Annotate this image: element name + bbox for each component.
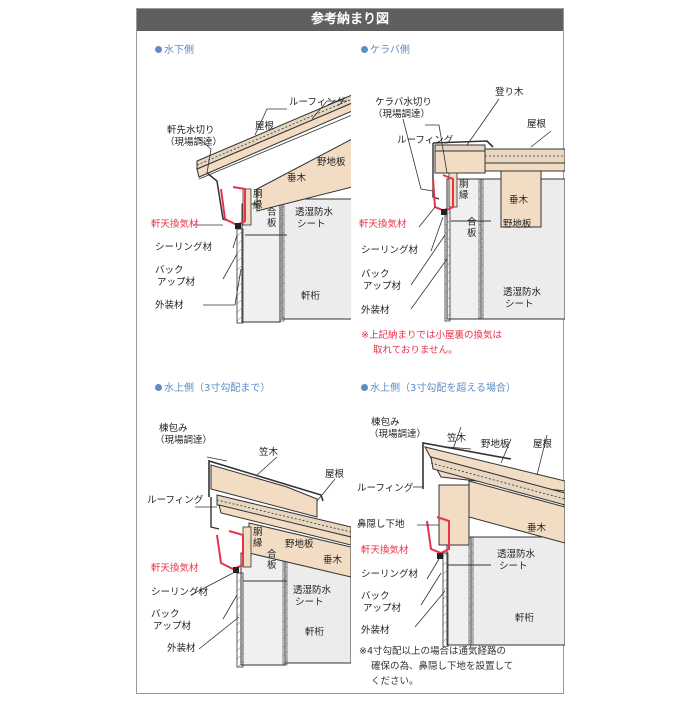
panel-verge: ケラバ側 [351,39,565,379]
rafter [256,138,351,212]
label-vapor: 透湿防水 [497,549,536,560]
label-sealing: シーリング材 [155,242,213,253]
label-sheathing: 野地板 [317,157,346,168]
label-exterior: 外装材 [361,305,390,316]
label-vapor: 透湿防水 [295,207,334,218]
vent-outline [220,186,246,227]
beam-block [281,198,351,320]
label-ridge-cover-sub: （現場調達） [369,429,427,440]
label-verge-flashing: ケラバ水切り [375,97,432,108]
label-roof: 屋根 [527,119,547,130]
label-band: 胴縁 [253,189,263,211]
label-vapor-2: シート [295,597,324,608]
note-verge-1: ※上記納まりでは小屋裏の換気は [361,330,502,341]
note-steep-3: ください。 [371,676,419,687]
label-roof: 屋根 [533,439,553,450]
label-ridge-cover: 棟包み [371,417,400,428]
label-beam: 軒桁 [301,291,321,302]
label-plywood: 合板 [267,207,277,229]
label-rafter: 垂木 [287,173,307,184]
label-kasagi: 笠木 [259,447,279,458]
label-exterior: 外装材 [155,300,184,311]
label-roofing: ルーフィング [289,97,346,108]
label-vent: 軒天換気材 [151,219,199,230]
label-rafter: 垂木 [323,555,343,566]
label-sealing: シーリング材 [151,587,209,598]
band-wood [242,188,252,226]
label-backup-2: アップ材 [363,281,402,292]
label-ridge-cover-sub: （現場調達） [155,435,213,446]
ridge-3sun-drawing [190,456,351,668]
label-vent: 軒天換気材 [151,563,199,574]
label-rafter: 垂木 [509,195,529,206]
ridge-steep-drawing [413,426,565,647]
label-ridge-cover: 棟包み [159,423,188,434]
roof-layer [196,94,351,170]
note-steep-1: ※4寸勾配以上の場合は通気経路の [359,646,507,657]
label-plywood: 合板 [467,217,477,239]
label-roof: 屋根 [325,469,345,480]
panel-ridge-steep: 水上側（3寸勾配を超える場合） [351,377,565,717]
label-sealing: シーリング材 [361,569,419,580]
label-roofing: ルーフィング [147,495,204,506]
label-vapor-2: シート [499,561,528,572]
bullet-icon [155,384,162,391]
label-rafter: 垂木 [527,523,547,534]
note-verge-2: 取れておりません。 [373,345,458,356]
label-roof: 屋根 [255,121,275,132]
section-title-ridge-3sun: 水上側（3寸勾配まで） [155,379,270,394]
label-backup-1: バック [361,269,390,280]
label-roofing: ルーフィング [357,483,414,494]
label-sheathing: 野地板 [481,439,510,450]
label-vent: 軒天換気材 [361,545,409,556]
panel-eaves-low: 水下側 [137,39,351,379]
label-sheathing: 野地板 [503,219,532,230]
label-eaves-flashing-sub: （現場調達） [165,137,223,148]
label-band: 胴縁 [459,179,469,201]
panel-ridge-3sun: 水上側（3寸勾配まで） [137,377,351,717]
note-steep-2: 確保の為、鼻隠し下地を設置して [371,661,514,672]
rising-wood [434,150,486,174]
label-band: 胴縁 [253,527,263,549]
label-exterior: 外装材 [361,625,390,636]
label-exterior: 外装材 [167,643,196,654]
label-kasagi: 笠木 [447,433,467,444]
label-rising-wood: 登り木 [495,87,524,98]
label-backup-2: アップ材 [363,603,402,614]
label-plywood: 合板 [267,549,277,571]
label-vapor: 透湿防水 [293,585,332,596]
label-roofing: ルーフィング [397,135,454,146]
label-backup-1: バック [151,609,180,620]
label-backup-2: アップ材 [153,621,192,632]
label-vapor-2: シート [297,219,326,230]
page-title: 参考納まり図 [137,9,563,31]
label-eaves-flashing: 軒先水切り [167,125,215,136]
label-sealing: シーリング材 [361,245,419,256]
label-vapor-2: シート [505,299,534,310]
section-title-eaves-low: 水下側 [155,41,194,56]
verge-drawing [402,98,565,322]
label-beam: 軒桁 [515,613,535,624]
section-title-ridge-steep: 水上側（3寸勾配を超える場合） [361,379,516,394]
eaves-low-drawing [193,94,351,324]
label-backup-1: バック [361,591,390,602]
section-title-verge: ケラバ側 [361,41,410,56]
diagram-frame: 参考納まり図 水下側 [136,8,565,694]
label-beam: 軒桁 [305,627,325,638]
label-sheathing: 野地板 [285,539,314,550]
label-backup-2: アップ材 [157,277,196,288]
label-vapor: 透湿防水 [503,287,542,298]
label-verge-flashing-sub: （現場調達） [373,109,431,120]
label-vent: 軒天換気材 [359,219,407,230]
label-backup-1: バック [155,265,184,276]
bullet-icon [361,46,368,53]
label-nose-board: 鼻隠し下地 [357,519,405,530]
bullet-icon [361,384,368,391]
bullet-icon [155,46,162,53]
